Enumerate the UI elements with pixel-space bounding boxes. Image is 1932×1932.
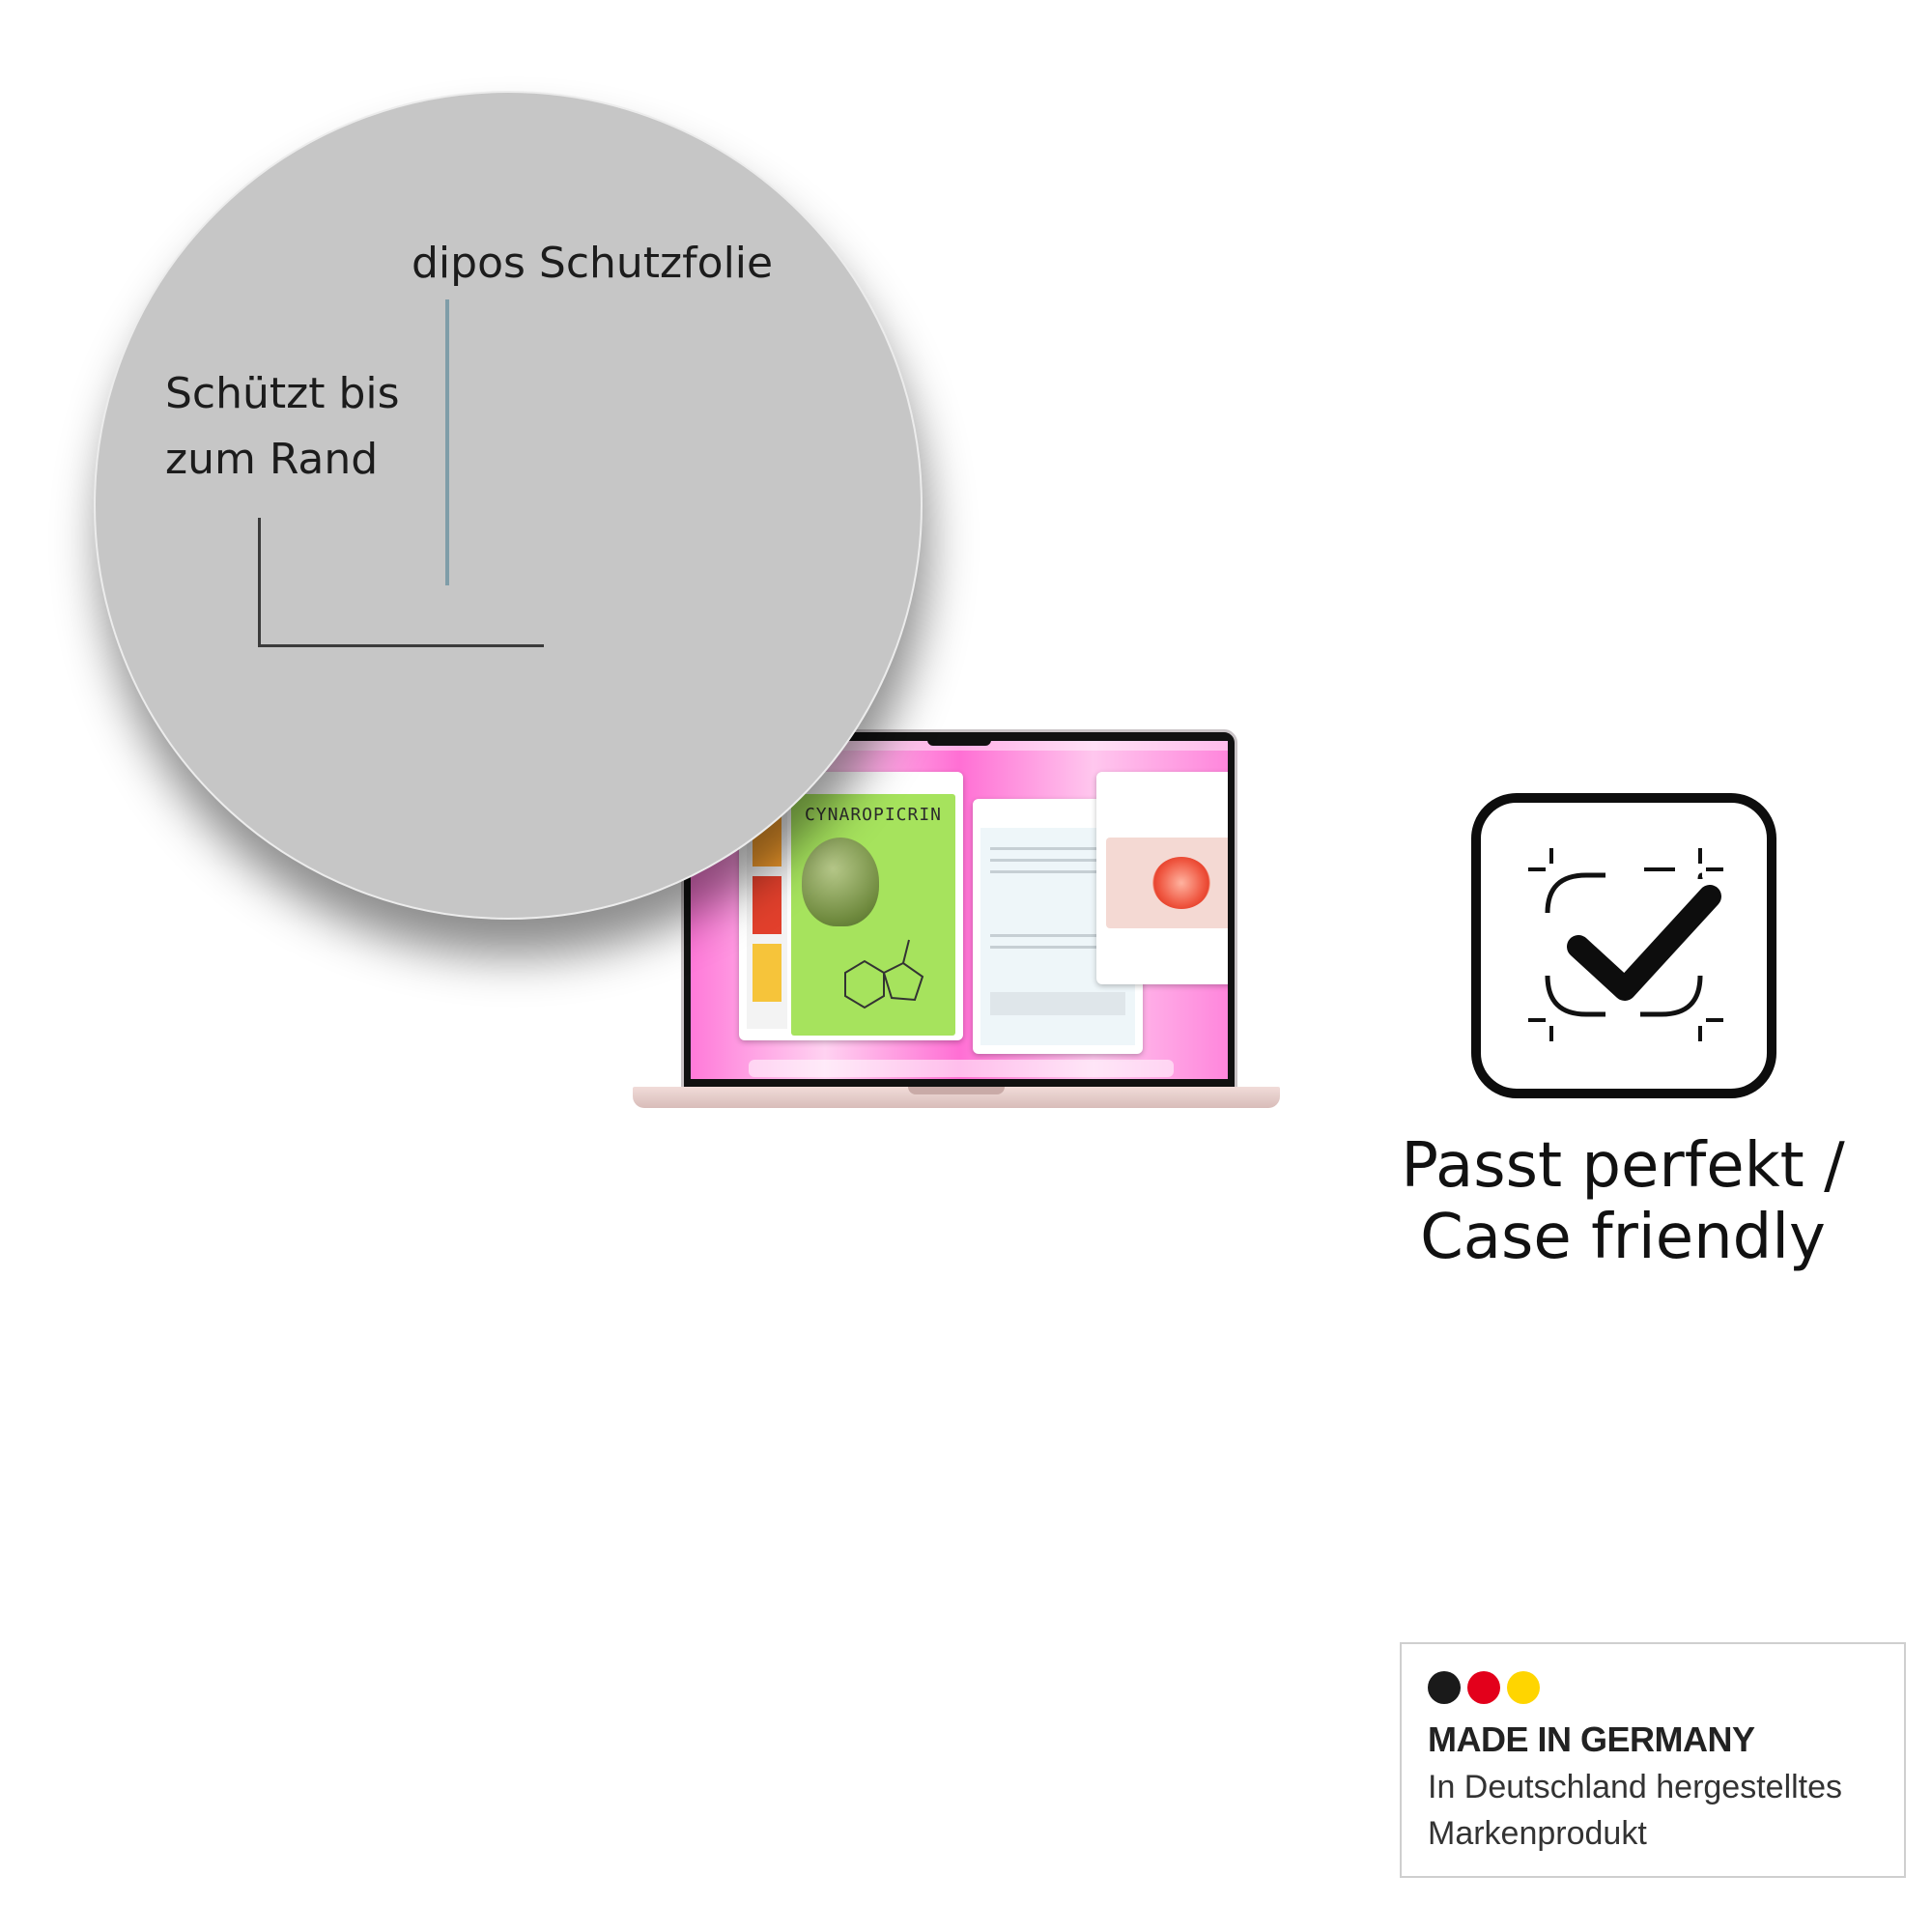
edge-protection-label: Schützt bis zum Rand bbox=[165, 361, 400, 493]
made-in-germany-title: MADE IN GERMANY bbox=[1428, 1719, 1755, 1759]
case-friendly-line-1: Passt perfekt / bbox=[1401, 1130, 1845, 1202]
edge-label-line-2: zum Rand bbox=[165, 435, 379, 484]
thumbnail bbox=[753, 876, 781, 934]
screen-corner-vertical bbox=[258, 518, 261, 647]
poster-title: CYNAROPICRIN bbox=[804, 805, 943, 825]
text-line bbox=[990, 870, 1116, 873]
menu-bar bbox=[691, 741, 1228, 751]
molecule-diagram bbox=[844, 939, 924, 1009]
case-friendly-line-2: Case friendly bbox=[1420, 1202, 1826, 1273]
text-line bbox=[990, 934, 1125, 937]
subtitle-line-1: In Deutschland hergestelltes bbox=[1428, 1769, 1843, 1805]
screen-corner-horizontal bbox=[258, 644, 544, 647]
text-line bbox=[990, 946, 1096, 949]
text-line bbox=[990, 847, 1106, 850]
flag-dot-black bbox=[1428, 1671, 1461, 1704]
text-line bbox=[990, 859, 1125, 862]
flag-dot-gold bbox=[1507, 1671, 1540, 1704]
laptop-base bbox=[633, 1087, 1280, 1108]
frame-checkmark-icon bbox=[1471, 793, 1776, 1098]
foil-label: dipos Schutzfolie bbox=[412, 239, 774, 288]
dock bbox=[749, 1060, 1174, 1077]
edge-label-line-1: Schützt bis bbox=[165, 369, 400, 418]
thumbnail bbox=[753, 944, 781, 1002]
subtitle-line-2: Markenprodukt bbox=[1428, 1815, 1647, 1852]
diagram-row bbox=[990, 992, 1125, 1015]
laptop-opening-notch bbox=[908, 1087, 1005, 1094]
made-in-germany-badge: MADE IN GERMANY In Deutschland hergestel… bbox=[1400, 1642, 1906, 1878]
zoom-callout: dipos Schutzfolie Schützt bis zum Rand bbox=[94, 91, 923, 920]
grapefruit-image bbox=[1152, 857, 1210, 909]
case-friendly-label: Passt perfekt / Case friendly bbox=[1372, 1130, 1874, 1273]
made-in-germany-subtitle: In Deutschland hergestelltes Markenprodu… bbox=[1428, 1764, 1842, 1857]
flag-dot-red bbox=[1467, 1671, 1500, 1704]
camera-notch bbox=[927, 732, 991, 746]
artichoke-image bbox=[802, 838, 879, 926]
foil-indicator-line bbox=[445, 299, 449, 585]
